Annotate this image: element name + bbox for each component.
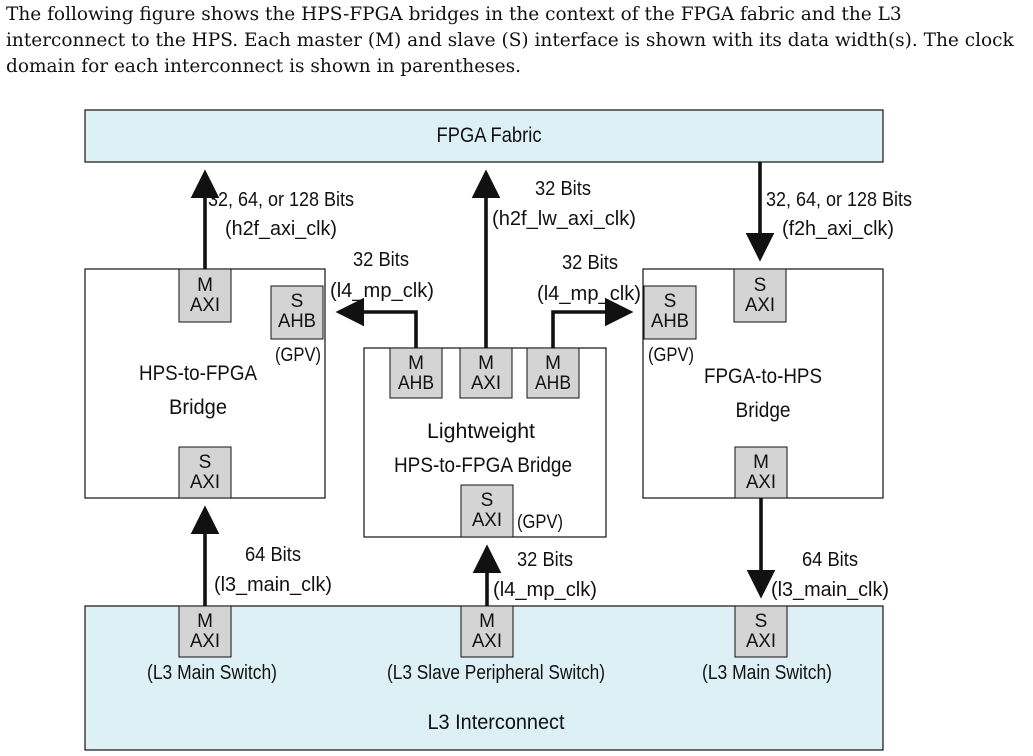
h2f-bottom-width: 64 Bits (245, 544, 301, 566)
intro-line-3: domain for each interconnect is shown in… (6, 56, 521, 77)
f2h-gpv-port: S AHB (643, 285, 697, 340)
lw-bottom-width: 32 Bits (517, 549, 573, 571)
intro-paragraph: The following figure shows the HPS-FPGA … (6, 2, 1030, 80)
lw-left-width: 32 Bits (353, 249, 409, 271)
svg-text:S: S (755, 611, 768, 632)
intro-line-1: The following figure shows the HPS-FPGA … (6, 4, 902, 25)
svg-text:M: M (479, 611, 495, 632)
intro-line-2: interconnect to the HPS. Each master (M)… (6, 30, 1014, 51)
lw-name-line2: HPS-to-FPGA Bridge (394, 454, 572, 477)
svg-text:AHB: AHB (278, 311, 316, 332)
lw-right-clock: (l4_mp_clk) (537, 283, 641, 305)
svg-text:M: M (545, 353, 561, 374)
svg-text:AHB: AHB (651, 311, 689, 332)
lw-bottom-clock: (l4_mp_clk) (493, 579, 597, 601)
lw-top-clock: (h2f_lw_axi_clk) (492, 208, 636, 230)
svg-text:AXI: AXI (746, 472, 776, 493)
svg-text:AXI: AXI (190, 295, 220, 316)
svg-text:M: M (408, 353, 424, 374)
l3-left-port: M AXI (178, 605, 232, 658)
lw-right-width: 32 Bits (562, 252, 618, 274)
l3-right-caption: (L3 Main Switch) (702, 662, 832, 684)
f2h-name-line1: FPGA-to-HPS (704, 365, 822, 388)
svg-text:M: M (197, 611, 213, 632)
l3-mid-caption: (L3 Slave Peripheral Switch) (387, 662, 605, 684)
svg-text:AHB: AHB (535, 373, 571, 394)
fpga-fabric-block: FPGA Fabric (84, 109, 884, 163)
connections (190, 162, 776, 606)
svg-text:S: S (481, 490, 494, 511)
svg-text:AXI: AXI (190, 631, 220, 652)
h2f-bottom-clock: (l3_main_clk) (214, 574, 332, 596)
lw-gpv-label: (GPV) (517, 512, 563, 533)
svg-text:S: S (199, 452, 212, 473)
svg-text:AXI: AXI (745, 295, 775, 316)
svg-text:AXI: AXI (190, 472, 220, 493)
svg-text:S: S (664, 291, 677, 312)
f2h-gpv-label: (GPV) (648, 345, 694, 366)
svg-text:AXI: AXI (472, 631, 502, 652)
l3-mid-port: M AXI (460, 605, 514, 658)
f2h-name-line2: Bridge (736, 399, 791, 422)
svg-text:S: S (754, 275, 767, 296)
lw-to-f2h-gpv-arrow (551, 297, 634, 348)
h2f-top-width: 32, 64, or 128 Bits (208, 189, 354, 211)
svg-text:M: M (197, 275, 213, 296)
lw-left-clock: (l4_mp_clk) (330, 280, 434, 302)
lw-bottom-port: S AXI (460, 484, 514, 538)
f2h-top-port: S AXI (733, 268, 787, 323)
lw-name-line1: Lightweight (427, 420, 535, 443)
f2h-bottom-width: 64 Bits (802, 549, 858, 571)
svg-text:AHB: AHB (398, 373, 434, 394)
f2h-top-width: 32, 64, or 128 Bits (766, 189, 912, 211)
l3-interconnect-label: L3 Interconnect (428, 711, 565, 734)
h2f-bottom-port: S AXI (178, 446, 232, 499)
h2f-top-port: M AXI (178, 268, 232, 323)
f2h-bottom-port: M AXI (734, 446, 788, 499)
svg-text:M: M (478, 353, 494, 374)
h2f-gpv-label: (GPV) (275, 345, 321, 366)
h2f-name-line2: Bridge (169, 396, 227, 419)
h2f-top-clock: (h2f_axi_clk) (225, 218, 337, 240)
h2f-gpv-port: S AHB (270, 285, 324, 340)
lw-to-h2f-gpv-arrow (335, 297, 418, 348)
fpga-fabric-label: FPGA Fabric (437, 124, 542, 147)
svg-text:AXI: AXI (746, 631, 776, 652)
svg-text:M: M (753, 452, 769, 473)
f2h-bottom-clock: (l3_main_clk) (771, 579, 889, 601)
l3-right-port: S AXI (734, 605, 788, 658)
l3-left-caption: (L3 Main Switch) (147, 662, 277, 684)
lw-axi-port: M AXI (459, 347, 513, 399)
svg-text:S: S (291, 291, 304, 312)
f2h-top-clock: (f2h_axi_clk) (782, 218, 894, 240)
lw-ahb-left-port: M AHB (389, 347, 443, 399)
svg-text:AXI: AXI (472, 510, 502, 531)
lw-top-width: 32 Bits (535, 178, 591, 200)
svg-text:AXI: AXI (471, 373, 501, 394)
h2f-name-line1: HPS-to-FPGA (139, 362, 257, 385)
lw-ahb-right-port: M AHB (526, 347, 580, 399)
